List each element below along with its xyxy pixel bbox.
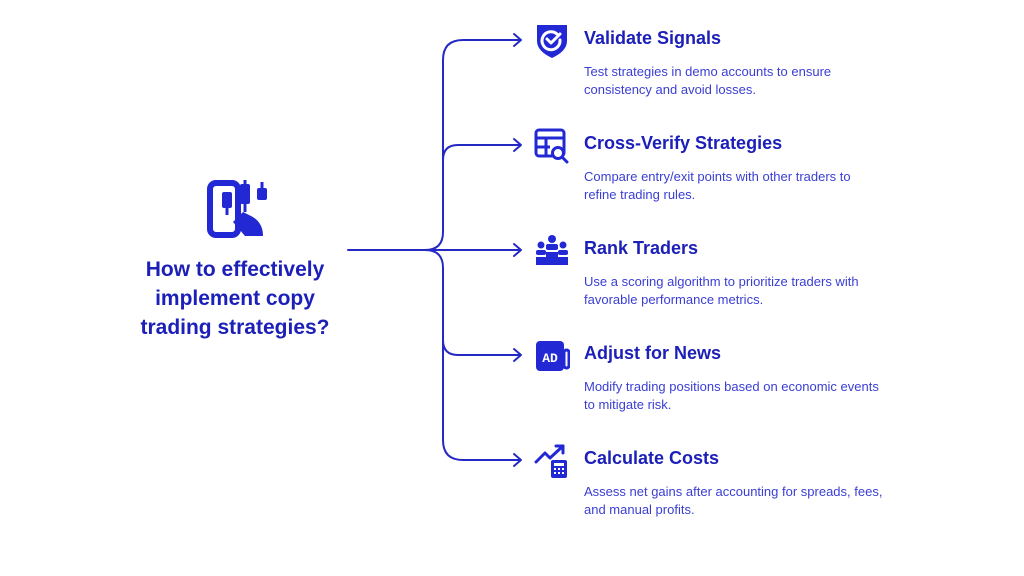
step-title: Rank Traders: [584, 238, 699, 258]
branch-2: [442, 144, 521, 161]
arrow-head-5: [513, 453, 522, 467]
svg-text:AD: AD: [542, 351, 558, 366]
branch-4: [424, 249, 521, 461]
candlestick-chart-touch-icon: [207, 180, 267, 238]
branch-5: [442, 339, 521, 356]
step-description: Modify trading positions based on econom…: [584, 379, 879, 412]
main-question: How to effectively implement copy tradin…: [140, 258, 330, 339]
step-title: Validate Signals: [584, 28, 722, 48]
arrow-head-2: [513, 138, 522, 152]
step-description: Assess net gains after accounting for sp…: [584, 484, 883, 517]
podium-people-icon: [536, 235, 568, 265]
trend-calculator-icon: [534, 444, 567, 478]
arrow-head-1: [513, 33, 522, 47]
shield-check-icon: [537, 25, 567, 58]
step-description: Compare entry/exit points with other tra…: [584, 169, 851, 202]
step-description: Use a scoring algorithm to prioritize tr…: [584, 274, 859, 307]
step-description: Test strategies in demo accounts to ensu…: [584, 64, 832, 97]
step-title: Cross-Verify Strategies: [584, 133, 783, 153]
ad-news-icon: AD: [536, 341, 570, 371]
branch-1: [424, 39, 521, 251]
arrow-head-4: [513, 348, 522, 362]
table-search-icon: [534, 128, 569, 164]
step-title: Adjust for News: [584, 343, 722, 363]
step-title: Calculate Costs: [584, 448, 720, 468]
arrow-head-3: [513, 243, 522, 257]
